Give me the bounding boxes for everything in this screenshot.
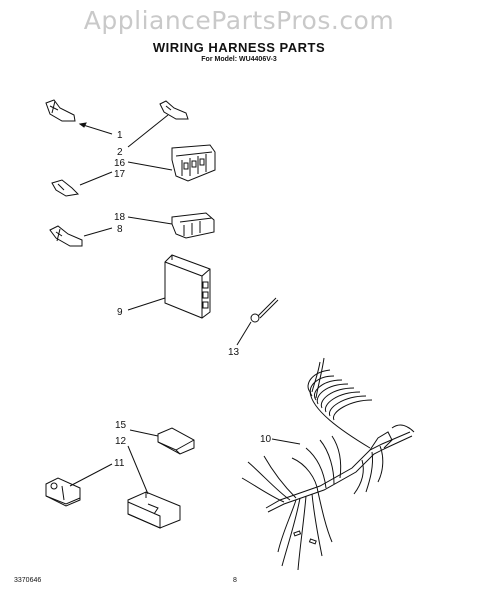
watermark: AppliancePartsPros.com	[83, 6, 395, 35]
leader-2	[127, 114, 169, 148]
leader-1	[79, 123, 113, 135]
callout-9: 9	[117, 307, 123, 318]
part-13-probe	[250, 297, 279, 323]
callout-2: 2	[117, 147, 123, 158]
model-subtitle: For Model: WU4406V-3	[201, 56, 277, 63]
part-8-terminal	[49, 225, 83, 247]
leader-17	[79, 171, 113, 186]
callout-13: 13	[228, 347, 240, 358]
part-11-connector	[45, 477, 81, 507]
leader-13	[236, 321, 252, 346]
leader-8	[83, 227, 113, 237]
leader-18	[127, 216, 173, 225]
callout-16: 16	[114, 158, 126, 169]
part-1-terminal	[45, 99, 76, 122]
callout-15: 15	[115, 420, 127, 431]
part-10-harness	[241, 357, 415, 571]
leader-10	[271, 438, 301, 445]
part-9-housing	[164, 254, 211, 319]
part-2-terminal	[159, 100, 189, 120]
callout-10: 10	[260, 434, 272, 445]
leader-12	[127, 445, 149, 495]
part-12-tray	[127, 491, 181, 529]
leader-15	[129, 429, 159, 437]
callout-11: 11	[114, 458, 125, 469]
part-16-connector	[171, 144, 216, 182]
leader-11	[69, 463, 113, 487]
callout-8: 8	[117, 224, 123, 235]
part-17-terminal	[51, 179, 80, 197]
part-18-connector	[171, 212, 215, 239]
leader-16	[127, 161, 173, 171]
callout-18: 18	[114, 212, 126, 223]
part-15-connector	[157, 427, 195, 455]
leader-9	[127, 297, 166, 311]
callout-17: 17	[114, 169, 126, 180]
page-title: WIRING HARNESS PARTS	[152, 40, 326, 55]
callout-1: 1	[117, 130, 123, 141]
callout-12: 12	[115, 436, 127, 447]
page-number: 8	[233, 577, 237, 584]
callout-labels: 1 2 16 17 18 8 9 13 15 12 11 10	[114, 130, 272, 469]
document-number: 3370646	[14, 577, 42, 584]
